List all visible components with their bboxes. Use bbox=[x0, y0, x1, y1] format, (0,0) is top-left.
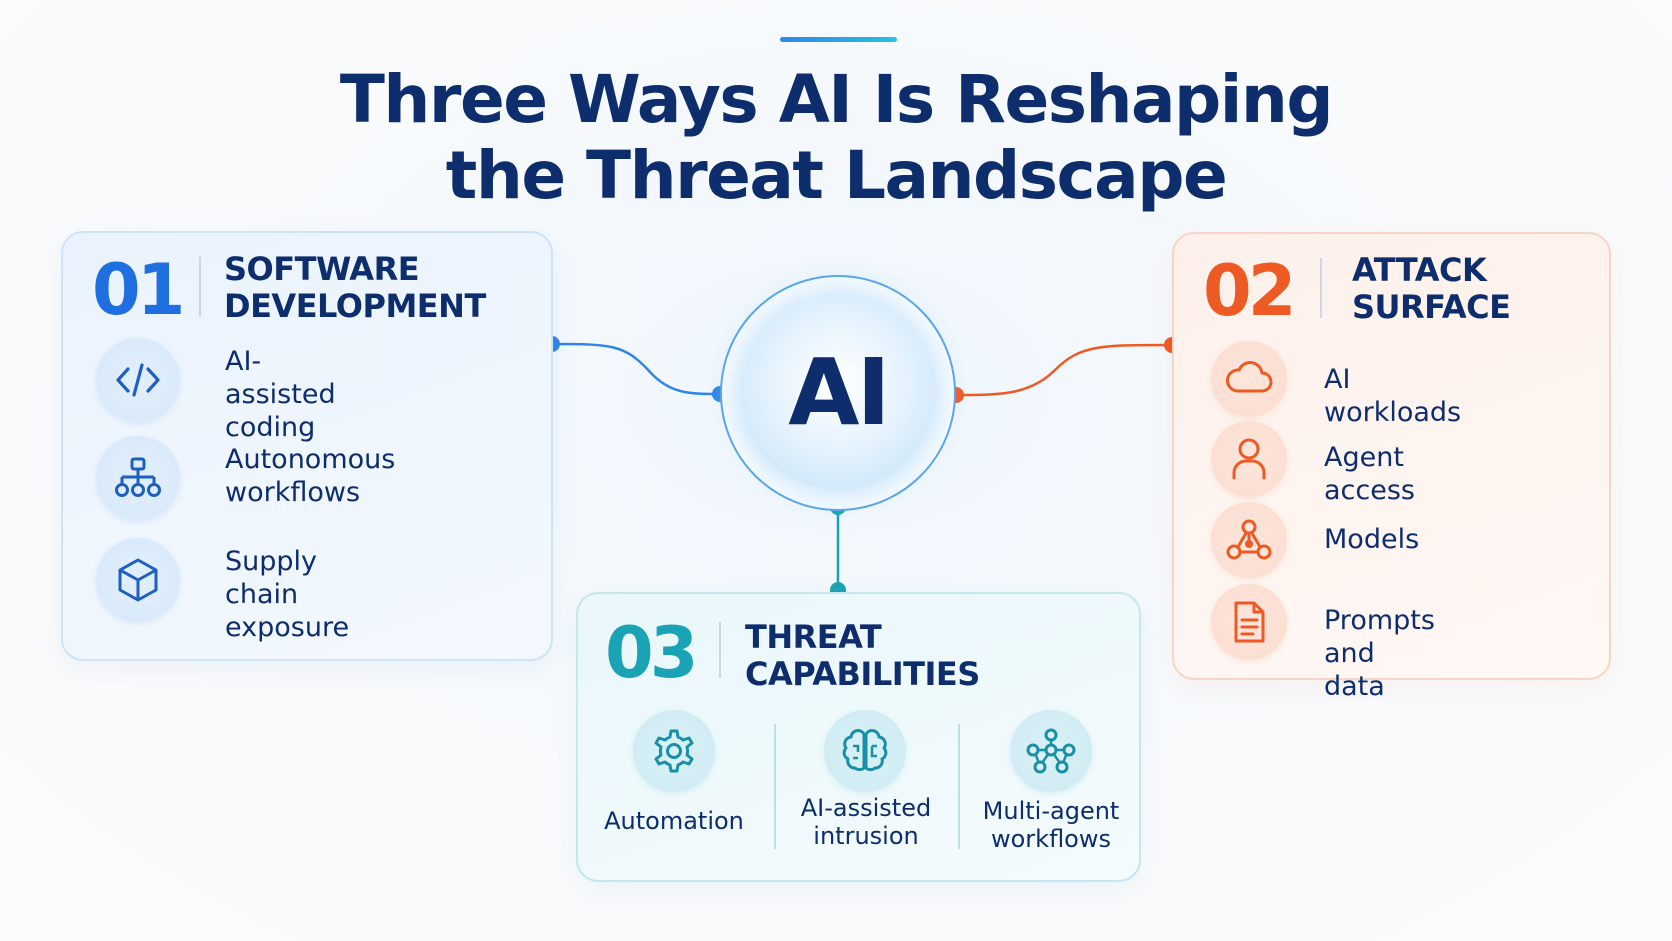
label-line: exposure bbox=[225, 612, 350, 643]
document-icon bbox=[1211, 584, 1287, 660]
page-title: Three Ways AI Is Reshaping the Threat La… bbox=[0, 62, 1672, 214]
gear-icon bbox=[633, 710, 715, 792]
hierarchy-icon bbox=[96, 436, 180, 520]
item-label: Multi-agent workflows bbox=[962, 797, 1140, 853]
item-label: Autonomous workflows bbox=[225, 443, 395, 509]
brain-icon bbox=[824, 710, 906, 792]
title-line-1: Three Ways AI Is Reshaping bbox=[339, 61, 1334, 138]
card-threat-capabilities: 03 THREAT CAPABILITIES Automation AI-ass… bbox=[576, 592, 1141, 882]
title-line-2: the Threat Landscape bbox=[445, 137, 1228, 214]
item-label: Agent access bbox=[1324, 442, 1415, 506]
label-line: intrusion bbox=[813, 822, 919, 850]
heading-line-2: DEVELOPMENT bbox=[224, 287, 486, 325]
heading-line-1: ATTACK bbox=[1352, 251, 1487, 289]
item-label: Prompts and data bbox=[1324, 605, 1435, 702]
card-number: 01 bbox=[92, 249, 185, 331]
heading-line-2: SURFACE bbox=[1352, 288, 1511, 326]
heading-line-2: CAPABILITIES bbox=[745, 655, 980, 693]
heading-line-1: SOFTWARE bbox=[224, 250, 420, 288]
card-heading: SOFTWARE DEVELOPMENT bbox=[224, 251, 486, 325]
label-line: AI-assisted bbox=[225, 346, 336, 410]
ai-label: AI bbox=[788, 339, 890, 446]
column-divider bbox=[958, 724, 960, 849]
label-line: workflows bbox=[225, 477, 361, 508]
card-heading: ATTACK SURFACE bbox=[1352, 251, 1511, 326]
label-line: Supply chain bbox=[225, 546, 318, 610]
item-label: Supply chain exposure bbox=[225, 545, 349, 644]
item-label: AI-assisted intrusion bbox=[778, 794, 954, 850]
heading-divider bbox=[719, 622, 721, 678]
cube-icon bbox=[96, 538, 180, 622]
label-line: Multi-agent bbox=[982, 797, 1120, 825]
label-line: coding bbox=[225, 412, 316, 443]
ai-hub: AI bbox=[741, 296, 935, 490]
card-number: 02 bbox=[1203, 250, 1296, 332]
heading-line-1: THREAT bbox=[745, 618, 882, 656]
card-software-development: 01 SOFTWARE DEVELOPMENT AI-assisted codi… bbox=[61, 231, 553, 661]
label-line: Automation bbox=[604, 807, 744, 835]
column-divider bbox=[774, 724, 776, 849]
code-icon bbox=[96, 338, 180, 422]
user-icon bbox=[1211, 421, 1287, 497]
model-graph-icon bbox=[1211, 502, 1287, 578]
label-line: AI-assisted bbox=[800, 794, 932, 822]
item-label: AI workloads bbox=[1324, 364, 1462, 428]
item-label: AI-assisted coding bbox=[225, 345, 336, 444]
label-line: workflows bbox=[990, 825, 1111, 853]
cloud-icon bbox=[1211, 341, 1287, 417]
card-attack-surface: 02 ATTACK SURFACE AI workloads Agent acc… bbox=[1172, 232, 1611, 702]
label-line: Autonomous bbox=[225, 444, 396, 475]
item-label: Models bbox=[1324, 524, 1420, 555]
item-label: Automation bbox=[598, 807, 750, 835]
network-icon bbox=[1010, 710, 1092, 792]
card-number: 03 bbox=[605, 612, 698, 694]
heading-divider bbox=[199, 257, 201, 317]
heading-divider bbox=[1320, 258, 1322, 318]
card-heading: THREAT CAPABILITIES bbox=[745, 619, 980, 693]
title-accent-bar bbox=[780, 37, 897, 42]
